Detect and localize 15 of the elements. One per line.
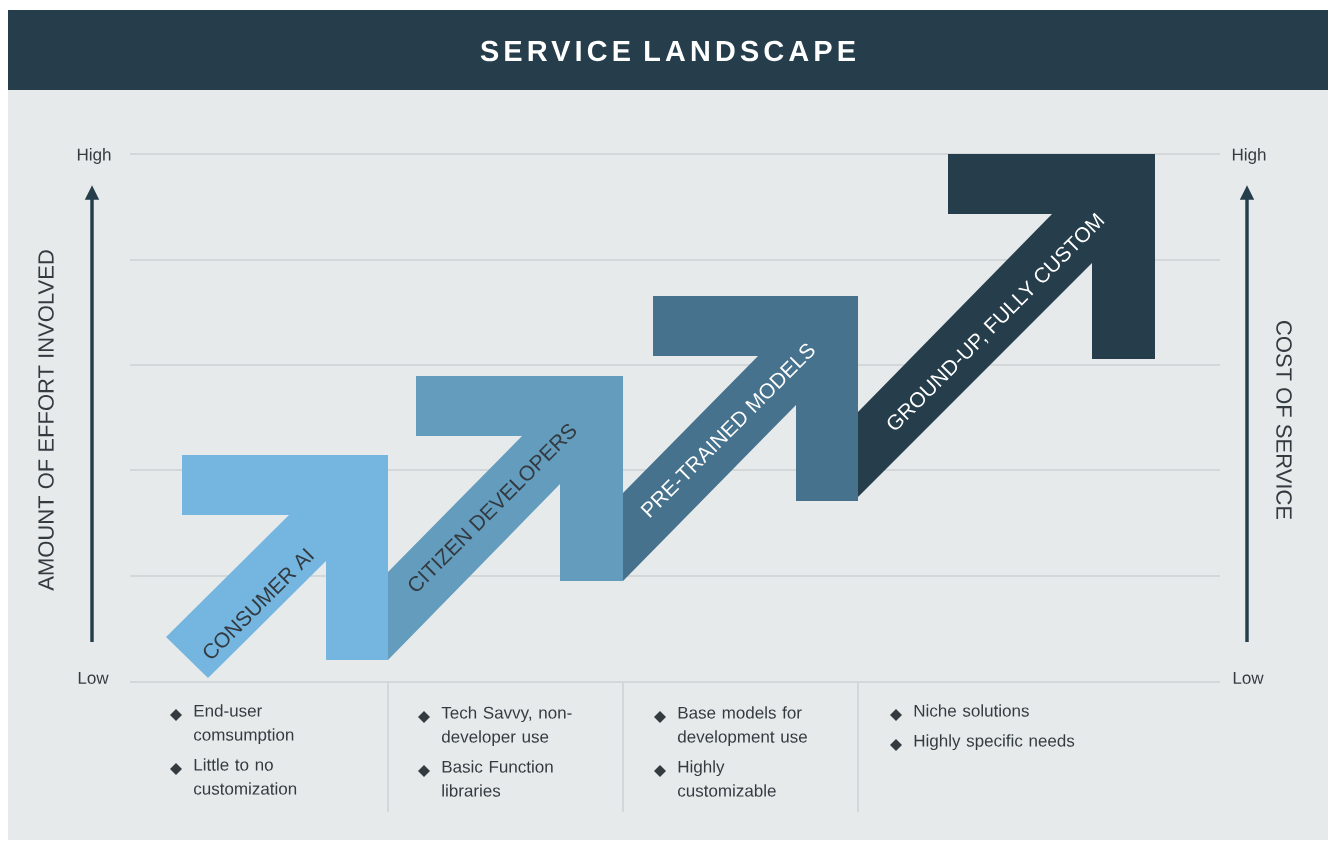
bullet-text: Tech Savvy, non-developer use (441, 706, 572, 747)
bullet-text: Highly specific needs (914, 734, 1075, 751)
axis-title: COST OF SERVICE (1276, 321, 1292, 520)
bullet-text: End-user comsumption (194, 704, 294, 745)
bullet-text: Basic Function libraries (442, 760, 553, 797)
bullet-text: Little to no customization (194, 758, 297, 795)
scale-label: High (1232, 148, 1266, 164)
bullet-text: Highly customizable (678, 760, 776, 797)
scale-label: Low (1233, 672, 1264, 684)
axis-title: AMOUNT OF EFFORT INVOLVED (38, 250, 54, 591)
scale-label: Low (78, 672, 109, 684)
title-banner: SERVICE LANDSCAPE (8, 10, 1328, 90)
bullet-text: Niche solutions (914, 704, 1029, 717)
scale-label: High (77, 148, 111, 164)
bullet-text: Base models for development use (678, 706, 807, 747)
